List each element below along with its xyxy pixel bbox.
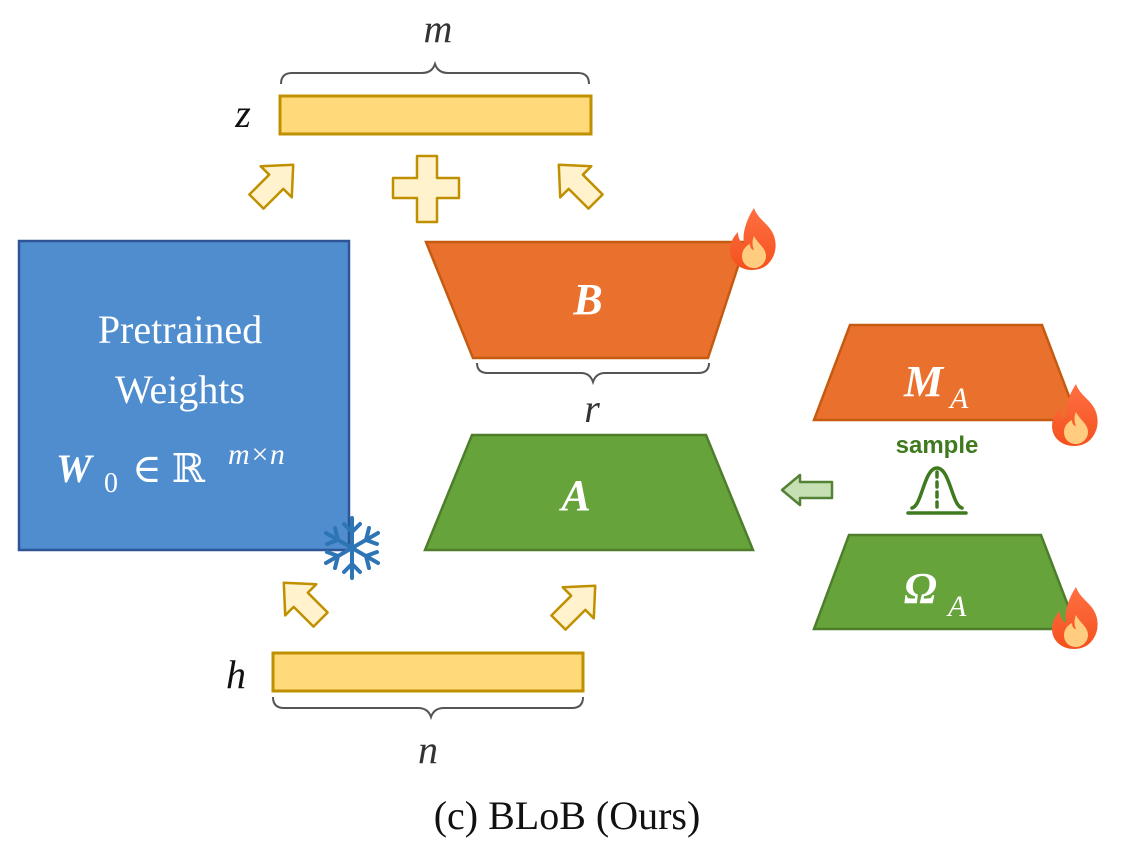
matrix-Omega-A [812,533,1079,631]
label-Omega: Ω [904,564,937,613]
arrow-to-z-right [557,163,604,210]
w-subscript: 0 [104,468,118,499]
w-superscript: m×n [228,438,285,471]
bottom-brace [272,696,584,721]
label-n: n [418,727,438,772]
plus-icon [391,154,461,224]
label-A: A [558,471,590,520]
flame-icon [730,208,776,270]
label-Omega-A: Ω A [904,564,967,623]
pretrained-weights-block [17,239,351,552]
label-Omega-sub: A [946,590,967,623]
sample-label: sample [896,432,979,459]
figure-caption: (c) BLoB (Ours) [434,793,701,838]
label-z: z [234,91,251,136]
arrow-to-z-left [248,163,295,210]
matrix-A [423,433,755,552]
arrow-h-to-A [550,584,597,631]
label-M-A: M A [903,357,969,415]
label-m: m [424,6,453,51]
top-brace [280,60,590,85]
gaussian-icon [906,466,968,515]
input-bar-h [271,651,585,693]
snowflake-icon [324,516,380,580]
pretrained-line1: Pretrained [98,307,262,352]
w0-formula: W 0 ∈ ℝ m×n [56,438,285,499]
matrix-M-A [812,323,1080,422]
pretrained-line2: Weights [115,367,245,412]
w-in-reals: ∈ ℝ [132,446,206,491]
arrow-sample-to-A [780,473,834,507]
arrow-h-to-pretrained [282,581,329,628]
label-M-sub: A [948,382,969,415]
label-r: r [584,386,600,431]
label-M: M [903,357,945,406]
label-B: B [572,275,602,324]
matrix-B [424,240,748,360]
middle-brace [476,362,710,386]
label-h: h [226,652,246,697]
output-bar-z [278,94,593,136]
w-symbol: W [56,446,94,491]
